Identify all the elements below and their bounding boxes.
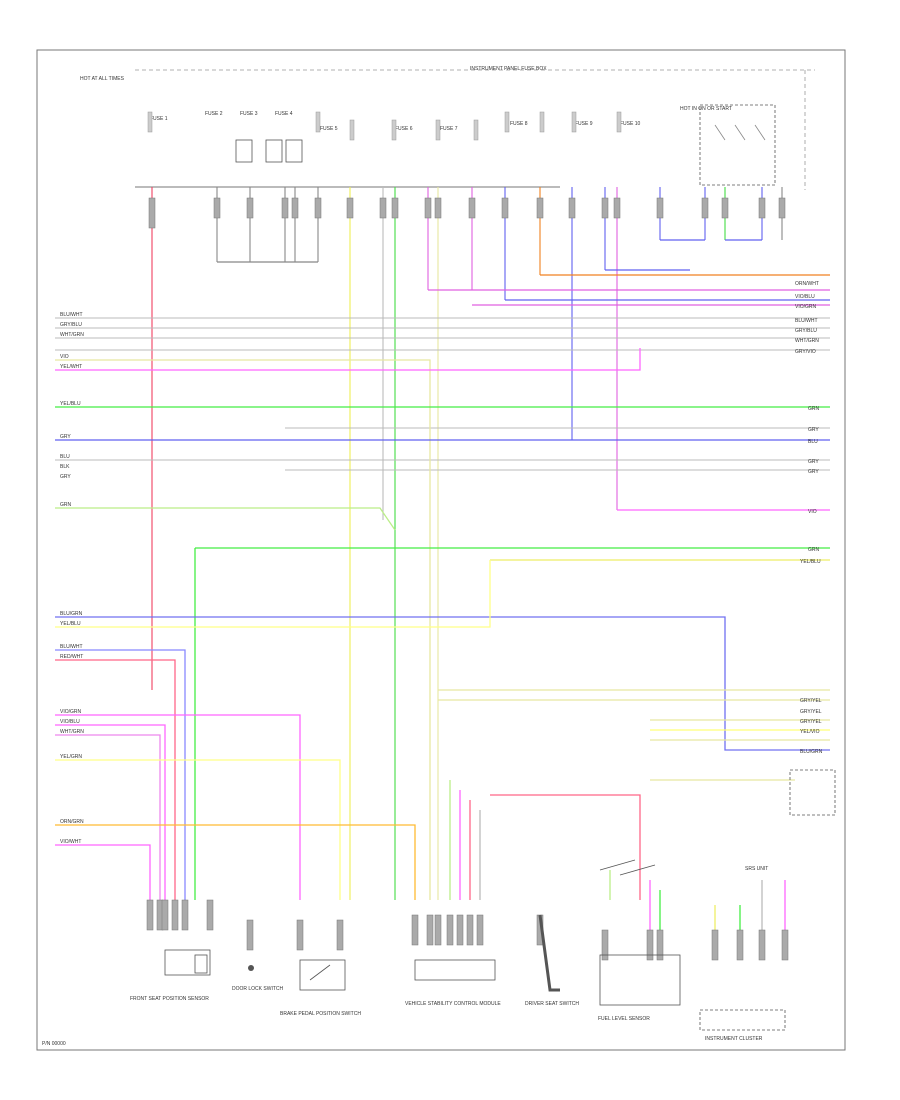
top-label-0: HOT AT ALL TIMES	[80, 76, 125, 82]
fuse-label-6: FUSE 7	[440, 126, 458, 132]
component-label-3: VEHICLE STABILITY CONTROL MODULE	[405, 1001, 501, 1007]
right-note-18: YEL/VIO	[800, 729, 820, 735]
left-note-16: VIO/BLU	[60, 719, 80, 725]
fuse-labels: FUSE 1 FUSE 2 FUSE 3 FUSE 4 FUSE 5 FUSE …	[150, 111, 641, 132]
bottom-components	[164, 914, 786, 1031]
left-note-10: GRN	[60, 502, 72, 508]
left-note-13: BLU/WHT	[60, 644, 83, 650]
right-note-4: GRY/BLU	[795, 328, 817, 334]
right-note-7: GRN	[808, 406, 820, 412]
diagram-frame	[36, 49, 846, 1051]
upper-right-bundle	[217, 239, 830, 306]
left-note-19: ORN/GRN	[60, 819, 84, 825]
right-note-17: GRY/YEL	[800, 719, 822, 725]
right-note-0: ORN/WHT	[795, 281, 819, 287]
component-label-6: INSTRUMENT CLUSTER	[705, 1036, 763, 1042]
right-side-note	[599, 769, 836, 876]
right-note-16: GRY/YEL	[800, 709, 822, 715]
right-note-8: GRY	[808, 427, 819, 433]
fuse-label-3: FUSE 4	[275, 111, 293, 117]
right-note-1: VIO/BLU	[795, 294, 815, 300]
horizontal-wires	[55, 348, 830, 960]
fuse-label-1: FUSE 2	[205, 111, 223, 117]
left-note-17: WHT/GRN	[60, 729, 84, 735]
component-label-0: FRONT SEAT POSITION SENSOR	[130, 996, 209, 1002]
fuse-label-2: FUSE 3	[240, 111, 258, 117]
left-note-4: YEL/WHT	[60, 364, 82, 370]
fuse-pins	[147, 111, 622, 141]
top-label-2: HOT IN ON OR START	[680, 106, 732, 112]
left-note-3: VIO	[60, 354, 69, 360]
fuse-label-5: FUSE 6	[395, 126, 413, 132]
component-labels: FRONT SEAT POSITION SENSOR DOOR LOCK SWI…	[130, 866, 768, 1042]
right-note-6: GRY/VIO	[795, 349, 816, 355]
left-note-0: BLU/WHT	[60, 312, 83, 318]
bottom-connectors	[146, 899, 789, 961]
left-note-15: VIO/GRN	[60, 709, 82, 715]
top-label-1: INSTRUMENT PANEL FUSE BOX	[470, 66, 547, 72]
gray-bus-lines	[55, 317, 830, 471]
right-note-10: GRY	[808, 459, 819, 465]
top-drops	[151, 187, 783, 900]
right-note-3: BLU/WHT	[795, 318, 818, 324]
page-ref: P/N 00000	[42, 1041, 66, 1047]
right-note-5: WHT/GRN	[795, 338, 819, 344]
connector-terminals	[148, 197, 786, 229]
left-note-11: BLU/GRN	[60, 611, 83, 617]
left-note-14: RED/WHT	[60, 654, 83, 660]
right-note-19: BLU/GRN	[800, 749, 823, 755]
right-note-13: GRN	[808, 547, 820, 553]
left-note-7: BLU	[60, 454, 70, 460]
component-label-7: SRS UNIT	[745, 866, 768, 872]
left-note-8: BLK	[60, 464, 70, 470]
left-note-5: YEL/BLU	[60, 401, 81, 407]
right-note-14: YEL/BLU	[800, 559, 821, 565]
fuse-label-8: FUSE 9	[575, 121, 593, 127]
left-note-18: YEL/GRN	[60, 754, 82, 760]
left-note-20: VIO/WHT	[60, 839, 81, 845]
left-note-1: GRY/BLU	[60, 322, 82, 328]
left-note-12: YEL/BLU	[60, 621, 81, 627]
component-label-2: BRAKE PEDAL POSITION SWITCH	[280, 1011, 361, 1017]
right-note-11: GRY	[808, 469, 819, 475]
fuse-label-4: FUSE 5	[320, 126, 338, 132]
left-note-9: GRY	[60, 474, 71, 480]
left-wire-labels: BLU/WHT GRY/BLU WHT/GRN VIO YEL/WHT YEL/…	[60, 312, 84, 845]
right-note-2: VIO/GRN	[795, 304, 817, 310]
top-switch-symbols	[235, 104, 776, 186]
right-wire-labels: ORN/WHT VIO/BLU VIO/GRN BLU/WHT GRY/BLU …	[795, 281, 823, 755]
right-note-12: VIO	[808, 509, 817, 515]
right-note-15: GRY/YEL	[800, 698, 822, 704]
left-note-6: GRY	[60, 434, 71, 440]
fuse-label-7: FUSE 8	[510, 121, 528, 127]
component-label-4: DRIVER SEAT SWITCH	[525, 1001, 579, 1007]
left-note-2: WHT/GRN	[60, 332, 84, 338]
fuse-label-9: FUSE 10	[620, 121, 641, 127]
fuse-label-0: FUSE 1	[150, 116, 168, 122]
right-note-9: BLU	[808, 439, 818, 445]
component-label-1: DOOR LOCK SWITCH	[232, 986, 284, 992]
component-label-5: FUEL LEVEL SENSOR	[598, 1016, 650, 1022]
